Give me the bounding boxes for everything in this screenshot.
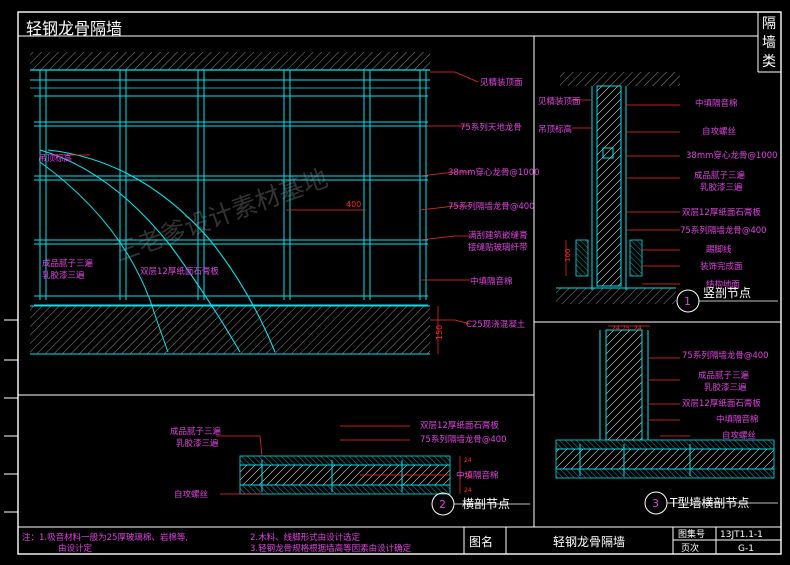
s2-label-stud: 75系列隔墙龙骨@400	[420, 434, 507, 445]
s2-label-self-tapping: 自攻螺丝	[174, 489, 209, 500]
ceiling-slab	[30, 52, 430, 70]
section1-slab	[560, 72, 680, 86]
s2-label-paint-1: 成品腻子三遍	[170, 426, 222, 437]
section3-leaders	[608, 325, 690, 437]
s2-label-sound-insulation: 中填隔音棉	[456, 470, 499, 481]
section1-title: 竖剖节点	[703, 286, 751, 300]
section-1-view: 100 见精装顶面 吊顶标高 中填隔音棉 自攻螺丝 38mm穿心龙骨@1000 …	[538, 72, 778, 313]
section3-number: 3	[652, 497, 659, 510]
s2-label-gypsum-board: 双层12厚纸面石膏板	[420, 420, 499, 431]
label-paint-1: 成品腻子三遍	[42, 258, 94, 269]
label-sound-insulation: 中填隔音棉	[470, 276, 513, 287]
section2-leaders	[216, 425, 461, 495]
category-char-1: 隔	[762, 16, 776, 32]
vertical-studs	[39, 70, 427, 300]
s1-label-stud: 75系列隔墙龙骨@400	[680, 225, 767, 236]
dimension-150: 150	[435, 325, 444, 340]
s2-dim-b: 75	[464, 473, 472, 480]
label-cross-brace: 38mm穿心龙骨@1000	[448, 167, 540, 178]
section1-floor	[556, 288, 676, 304]
dimension-100: 100	[564, 249, 572, 262]
sheet-frame	[4, 11, 782, 555]
s3-dim-a: 24	[612, 325, 620, 332]
s3-label-gypsum-board: 双层12厚纸面石膏板	[682, 398, 761, 409]
label-ceiling-finish: 见精装顶面	[480, 77, 523, 88]
s2-label-paint-2: 乳胶漆三遍	[176, 438, 219, 449]
note-2: 2.木料、线脚形式由设计选定	[250, 532, 361, 543]
set-label: 图集号	[678, 528, 705, 540]
page-label: 页次	[681, 542, 699, 554]
s1-label-paint-1: 成品腻子三遍	[694, 170, 746, 181]
category-char-3: 类	[762, 54, 776, 70]
label-ceiling-trim: 吊顶标高	[38, 153, 72, 164]
s1-label-structure-floor: 结构地面	[706, 279, 741, 290]
page-value: G-1	[738, 544, 754, 554]
note-3: 3.轻钢龙骨规格根据墙高等因素由设计确定	[250, 543, 412, 554]
s1-label-ceiling-finish: 见精装顶面	[538, 96, 581, 107]
section1-number: 1	[684, 295, 691, 308]
label-concrete-base: C25现浇混凝土	[466, 319, 526, 330]
s2-dim-a: 24	[464, 457, 472, 464]
section3-title: T型墙横剖节点	[669, 496, 749, 510]
section-3-view: 24 75 24 75系列隔墙龙骨@400 成品腻子三遍 乳胶漆三遍 双层12厚…	[555, 325, 778, 515]
section-2-view: 成品腻子三遍 乳胶漆三遍 双层12厚纸面石膏板 75系列隔墙龙骨@400 中填隔…	[170, 420, 530, 516]
drawing-name-label: 图名	[469, 534, 493, 549]
s3-label-paint-1: 成品腻子三遍	[698, 370, 750, 381]
footer: 注：1.吸音材料一般为25厚玻璃棉、岩棉等, 由设计定 2.木料、线脚形式由设计…	[22, 528, 763, 554]
section1-leaders	[572, 99, 680, 285]
concrete-floor	[30, 306, 430, 354]
label-stud-top: 75系列天地龙骨	[460, 122, 522, 133]
category-char-2: 墙	[762, 35, 776, 51]
s1-label-gypsum-board: 双层12厚纸面石膏板	[682, 207, 761, 218]
label-glue-tape-2: 接缝贴玻璃纤带	[468, 242, 528, 253]
elevation-view: 400 150 见精装顶面 75系列天地龙骨 吊顶标高 38mm穿心龙骨@100…	[30, 52, 540, 355]
section2-title: 横剖节点	[462, 497, 510, 511]
s2-dim-c: 24	[464, 487, 472, 494]
s3-dim-b: 75	[622, 325, 630, 332]
set-value: 13JT1.1-1	[720, 530, 763, 540]
s1-label-skirting: 踢脚线	[706, 244, 732, 255]
sheet-title: 轻钢龙骨隔墙	[26, 19, 123, 38]
drawing-name: 轻钢龙骨隔墙	[553, 535, 625, 549]
label-stud-spacing: 75系列隔墙龙骨@400	[448, 201, 535, 212]
s1-label-sound-insulation: 中填隔音棉	[695, 98, 738, 109]
s1-label-finish-floor: 装饰完成面	[700, 261, 743, 272]
elevation-leaders	[54, 71, 479, 325]
s3-dim-c: 24	[634, 325, 642, 332]
s3-label-self-tapping: 自攻螺丝	[722, 430, 757, 441]
s1-label-cross-brace: 38mm穿心龙骨@1000	[686, 150, 778, 161]
label-paint-2: 乳胶漆三遍	[42, 270, 85, 281]
label-gypsum-board: 双层12厚纸面石膏板	[140, 266, 219, 277]
note-1: 注：1.吸音材料一般为25厚玻璃棉、岩棉等,	[22, 532, 188, 543]
note-1b: 由设计定	[58, 543, 93, 554]
s3-label-paint-2: 乳胶漆三遍	[704, 382, 747, 393]
section2-number: 2	[439, 498, 446, 511]
label-glue-tape-1: 满刮建筑嵌缝膏	[468, 230, 528, 241]
dimension-400: 400	[346, 200, 361, 209]
s1-label-paint-2: 乳胶漆三遍	[700, 182, 743, 193]
s1-label-self-tapping: 自攻螺丝	[702, 126, 737, 137]
s3-label-stud: 75系列隔墙龙骨@400	[682, 350, 769, 361]
s3-label-sound-insulation: 中填隔音棉	[716, 414, 759, 425]
s1-label-ceiling-trim: 吊顶标高	[538, 124, 572, 135]
